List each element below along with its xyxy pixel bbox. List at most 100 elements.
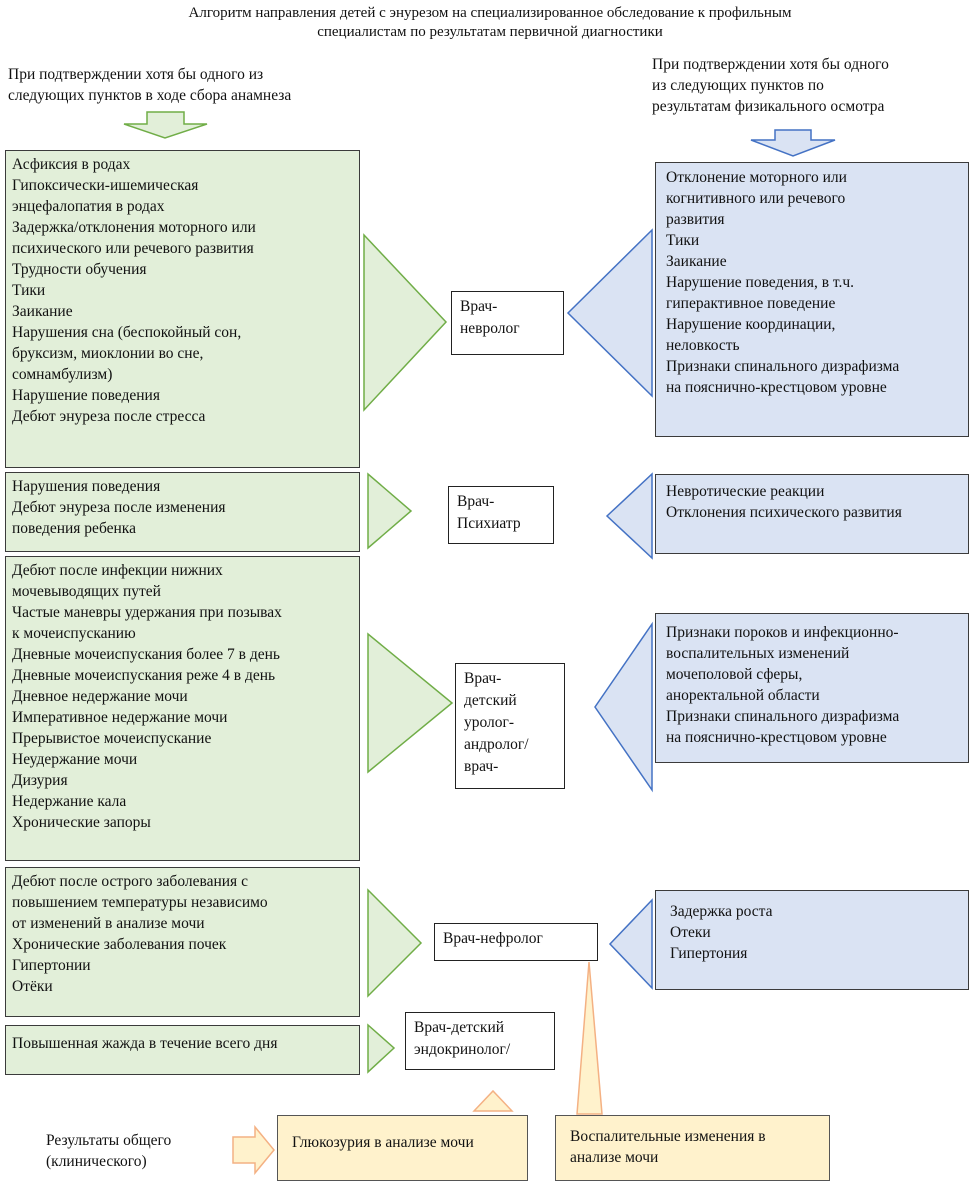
criterion-line: Императивное недержание мочи <box>12 709 228 726</box>
doctor-label-line: Врач-детский <box>414 1019 505 1036</box>
finding-line: Тики <box>666 232 700 249</box>
finding-line: Признаки спинального дизрафизма <box>666 358 900 375</box>
exam-box-neurology: Отклонение моторного или когнитивного ил… <box>655 162 969 437</box>
right-intro-line: результатам физикального осмотра <box>652 98 885 115</box>
criterion-line: Дебют после острого заболевания с <box>12 873 248 890</box>
finding-line: Гипертония <box>670 945 748 962</box>
inflammation-line: Воспалительные изменения в <box>570 1128 766 1145</box>
criterion-line: Нарушения поведения <box>12 478 161 495</box>
criterion-line: от изменений в анализе мочи <box>12 915 205 932</box>
criterion-line: Дебют после инфекции нижних <box>12 562 223 579</box>
triangle-to-psychiatrist <box>367 472 413 550</box>
criterion-line: Хронические заболевания почек <box>12 936 227 953</box>
exam-box-urology: Признаки пороков и инфекционно- воспалит… <box>655 613 969 763</box>
right-intro-down-arrow <box>750 129 836 157</box>
finding-line: гиперактивное поведение <box>666 295 836 312</box>
criterion-line: мочевыводящих путей <box>12 583 161 600</box>
doctor-label-line: Врач- <box>460 298 498 315</box>
doctor-label-line: Врач-нефролог <box>443 930 543 947</box>
criterion-line: Гипертонии <box>12 957 91 974</box>
criterion-line: Недержание кала <box>12 793 127 810</box>
criterion-line: Гипоксически-ишемическая <box>12 177 199 194</box>
finding-line: неловкость <box>666 337 740 354</box>
finding-line: мочеполовой сферы, <box>666 666 803 683</box>
finding-line: Отклонения психического развития <box>666 504 902 521</box>
criterion-line: Дневные мочеиспускания более 7 в день <box>12 646 280 663</box>
criterion-line: Неудержание мочи <box>12 751 138 768</box>
doctor-label-line: андролог/ <box>464 736 529 753</box>
criterion-line: Нарушение поведения <box>12 387 160 404</box>
left-intro-down-arrow <box>123 111 208 139</box>
criterion-line: Хронические запоры <box>12 814 151 831</box>
criterion-line: Прерывистое мочеиспускание <box>12 730 212 747</box>
finding-line: аноректальной области <box>666 687 820 704</box>
finding-line: воспалительных изменений <box>666 645 850 662</box>
urine-inflammation-box: Воспалительные изменения в анализе мочи <box>555 1115 830 1181</box>
finding-line: на пояснично-крестцовом уровне <box>666 729 887 746</box>
criterion-line: Дизурия <box>12 772 68 789</box>
criterion-line: Дневное недержание мочи <box>12 688 188 705</box>
exam-box-nephrology: Задержка роста Отеки Гипертония <box>655 890 969 990</box>
criterion-line: сомнамбулизм) <box>12 366 113 383</box>
criterion-line: Дебют энуреза после стресса <box>12 408 206 425</box>
criterion-line: Тики <box>12 282 46 299</box>
criterion-line: Частые маневры удержания при позывах <box>12 604 282 621</box>
triangle-from-nephro-exam <box>608 898 653 990</box>
anamnesis-box-neurology: Асфиксия в родах Гипоксически-ишемическа… <box>5 150 360 468</box>
doctor-label-line: Врач- <box>464 670 502 687</box>
right-intro-text: При подтверждении хотя бы одного из след… <box>652 54 889 117</box>
doctor-label-line: Врач- <box>457 493 495 510</box>
triangle-to-nephrologist <box>367 888 423 998</box>
criterion-line: повышением температуры независимо <box>12 894 268 911</box>
finding-line: Признаки спинального дизрафизма <box>666 708 900 725</box>
glucosuria-text: Глюкозурия в анализе мочи <box>292 1134 474 1151</box>
criterion-line: к мочеиспусканию <box>12 625 136 642</box>
results-label-line: Результаты общего <box>46 1132 172 1149</box>
criterion-line: Дневные мочеиспускания реже 4 в день <box>12 667 276 684</box>
title-line-1: Алгоритм направления детей с энурезом на… <box>188 5 792 21</box>
criterion-line: поведения ребенка <box>12 520 136 537</box>
criterion-line: Отёки <box>12 978 53 995</box>
results-right-arrow <box>232 1124 275 1176</box>
right-intro-line: При подтверждении хотя бы одного <box>652 56 889 73</box>
finding-line: Нарушение координации, <box>666 316 836 333</box>
doctor-label-line: врач- <box>464 758 499 775</box>
left-intro-text: При подтверждении хотя бы одного из след… <box>8 64 291 106</box>
criterion-line: Задержка/отклонения моторного или <box>12 219 256 236</box>
finding-line: Признаки пороков и инфекционно- <box>666 624 899 641</box>
finding-line: Заикание <box>666 253 727 270</box>
inflammation-line: анализе мочи <box>570 1149 659 1166</box>
diagram-title: Алгоритм направления детей с энурезом на… <box>60 4 920 42</box>
criterion-line: психического или речевого развития <box>12 240 254 257</box>
criterion-line: Трудности обучения <box>12 261 147 278</box>
triangle-from-neuro-exam <box>566 228 653 398</box>
finding-line: Невротические реакции <box>666 483 825 500</box>
criterion-line: Асфиксия в родах <box>12 156 131 173</box>
exam-box-psychiatry: Невротические реакции Отклонения психиче… <box>655 474 969 554</box>
finding-line: Отклонение моторного или <box>666 169 847 186</box>
criterion-line: энцефалопатия в родах <box>12 198 165 215</box>
doctor-neurologist: Врач- невролог <box>451 291 564 355</box>
glucosuria-box: Глюкозурия в анализе мочи <box>277 1115 528 1181</box>
doctor-label-line: невролог <box>460 320 520 337</box>
criterion-line: Нарушения сна (беспокойный сон, <box>12 324 242 341</box>
left-intro-line: следующих пунктов в ходе сбора анамнеза <box>8 87 292 104</box>
criterion-line: Повышенная жажда в течение всего дня <box>12 1035 278 1052</box>
finding-line: Нарушение поведения, в т.ч. <box>666 274 855 291</box>
doctor-urologist: Врач- детский уролог- андролог/ врач- <box>455 663 565 789</box>
finding-line: Отеки <box>670 924 711 941</box>
triangle-to-endocrinologist <box>367 1023 396 1074</box>
doctor-psychiatrist: Врач- Психиатр <box>448 486 554 544</box>
anamnesis-box-urology: Дебют после инфекции нижних мочевыводящи… <box>5 556 360 861</box>
finding-line: на пояснично-крестцовом уровне <box>666 379 887 396</box>
title-line-2: специалистам по результатам первичной ди… <box>317 24 663 40</box>
doctor-label-line: детский <box>464 692 517 709</box>
criterion-line: Дебют энуреза после изменения <box>12 499 226 516</box>
finding-line: когнитивного или речевого <box>666 190 846 207</box>
finding-line: Задержка роста <box>670 903 773 920</box>
right-intro-line: из следующих пунктов по <box>652 77 824 94</box>
triangle-to-urologist <box>367 632 454 774</box>
triangle-from-uro-exam <box>594 621 653 793</box>
doctor-label-line: эндокринолог/ <box>414 1041 511 1058</box>
